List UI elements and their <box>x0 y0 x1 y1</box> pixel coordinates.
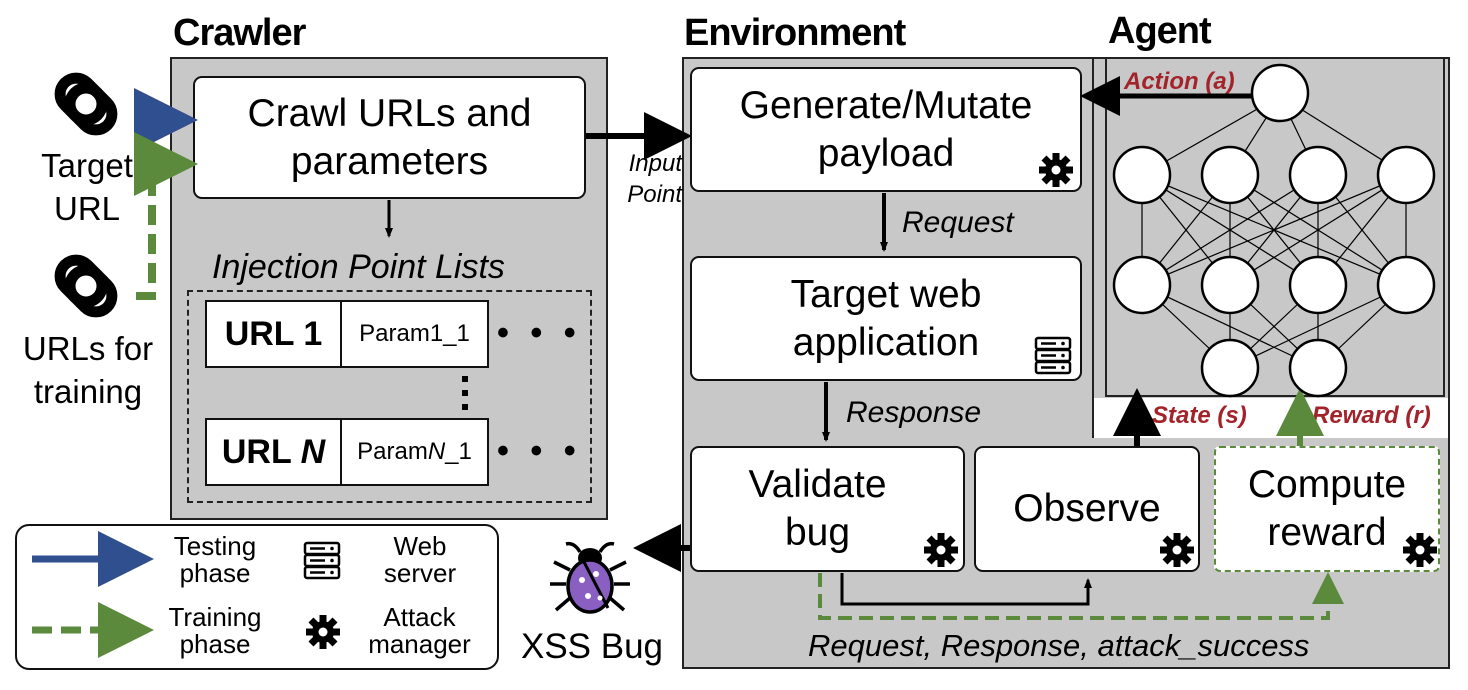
generate-mutate-text: Generate/Mutate payload <box>739 83 1033 175</box>
legend-attack-manager-label: Attack manager <box>368 602 471 660</box>
validate-bug-text: Validate bug <box>748 463 887 554</box>
row-1-ellipsis: • • • <box>497 314 582 352</box>
hidden-node <box>1112 145 1172 205</box>
legend-testing-label: Testing phase <box>173 531 257 589</box>
row-n-ellipsis: • • • <box>497 432 582 470</box>
crawl-urls-box: Crawl URLs and parameters <box>193 76 586 199</box>
state-label: State (s) <box>1152 402 1247 429</box>
target-url-label: Target URL <box>41 147 133 227</box>
hidden-node <box>1288 255 1348 315</box>
hidden-node <box>1112 255 1172 315</box>
hidden-node <box>1376 255 1436 315</box>
hidden-node <box>1376 145 1436 205</box>
url-n-cell: URL N <box>207 420 342 484</box>
injection-list-frame <box>187 290 592 503</box>
server-icon-target <box>1034 336 1072 375</box>
bottom-flow-label: Request, Response, attack_success <box>808 628 1310 663</box>
to-compute-reward-arrow <box>818 572 1344 620</box>
vertical-ellipsis <box>462 376 468 410</box>
injection-point-lists-label: Injection Point Lists <box>212 248 505 286</box>
gear-icon-legend <box>306 615 340 649</box>
observe-text: Observe <box>1013 487 1161 531</box>
param-n-var: N <box>427 438 446 465</box>
output-node <box>1250 63 1310 123</box>
agent-title: Agent <box>1108 10 1212 52</box>
compute-reward-text: Compute reward <box>1247 463 1407 554</box>
crawler-title: Crawler <box>173 12 306 54</box>
validate-to-observe-arrow <box>840 573 1092 606</box>
network-edges <box>1141 95 1407 369</box>
url-n-var: N <box>300 432 326 471</box>
param-1-cell: Param1_1 <box>359 320 470 347</box>
gear-icon-observe <box>1160 533 1194 567</box>
training-arrow <box>134 132 198 300</box>
legend-box <box>15 524 499 670</box>
response-label: Response <box>846 396 982 429</box>
reward-label: Reward (r) <box>1312 402 1431 429</box>
link-icon-training <box>53 253 118 318</box>
gear-icon-compute <box>1403 533 1437 567</box>
param-n-suffix: _1 <box>445 438 472 465</box>
network-nodes <box>1112 63 1436 398</box>
target-web-app-box: Target web application <box>690 256 1082 381</box>
legend-training-label: Training phase <box>168 602 262 660</box>
target-web-app-text: Target web application <box>790 272 982 364</box>
url-n-prefix: URL <box>221 432 301 471</box>
hidden-node <box>1288 145 1348 205</box>
request-label: Request <box>902 206 1014 239</box>
crawl-urls-text: Crawl URLs and parameters <box>247 91 532 183</box>
generate-mutate-box: Generate/Mutate payload <box>690 67 1082 192</box>
validate-bug-box: Validate bug <box>690 446 965 572</box>
input-node <box>1200 338 1260 398</box>
gear-icon-validate <box>924 533 958 567</box>
gear-icon-generate <box>1039 153 1073 187</box>
server-icon-legend <box>303 541 341 580</box>
training-urls-label: URLs for training <box>22 330 154 410</box>
hidden-node <box>1200 145 1260 205</box>
bug-icon <box>550 541 630 614</box>
hidden-node <box>1200 255 1260 315</box>
legend-web-server-label: Web server <box>383 531 457 589</box>
input-node <box>1288 338 1348 398</box>
url-1-cell: URL 1 <box>207 302 342 366</box>
link-icon-target <box>53 71 118 136</box>
compute-reward-box: Compute reward <box>1214 446 1440 572</box>
environment-title: Environment <box>684 12 906 54</box>
injection-row-1: URL 1 Param1_1 <box>205 300 489 368</box>
action-label: Action (a) <box>1124 68 1235 95</box>
xss-bug-label: XSS Bug <box>520 627 664 666</box>
param-n-prefix: Param <box>357 438 428 465</box>
